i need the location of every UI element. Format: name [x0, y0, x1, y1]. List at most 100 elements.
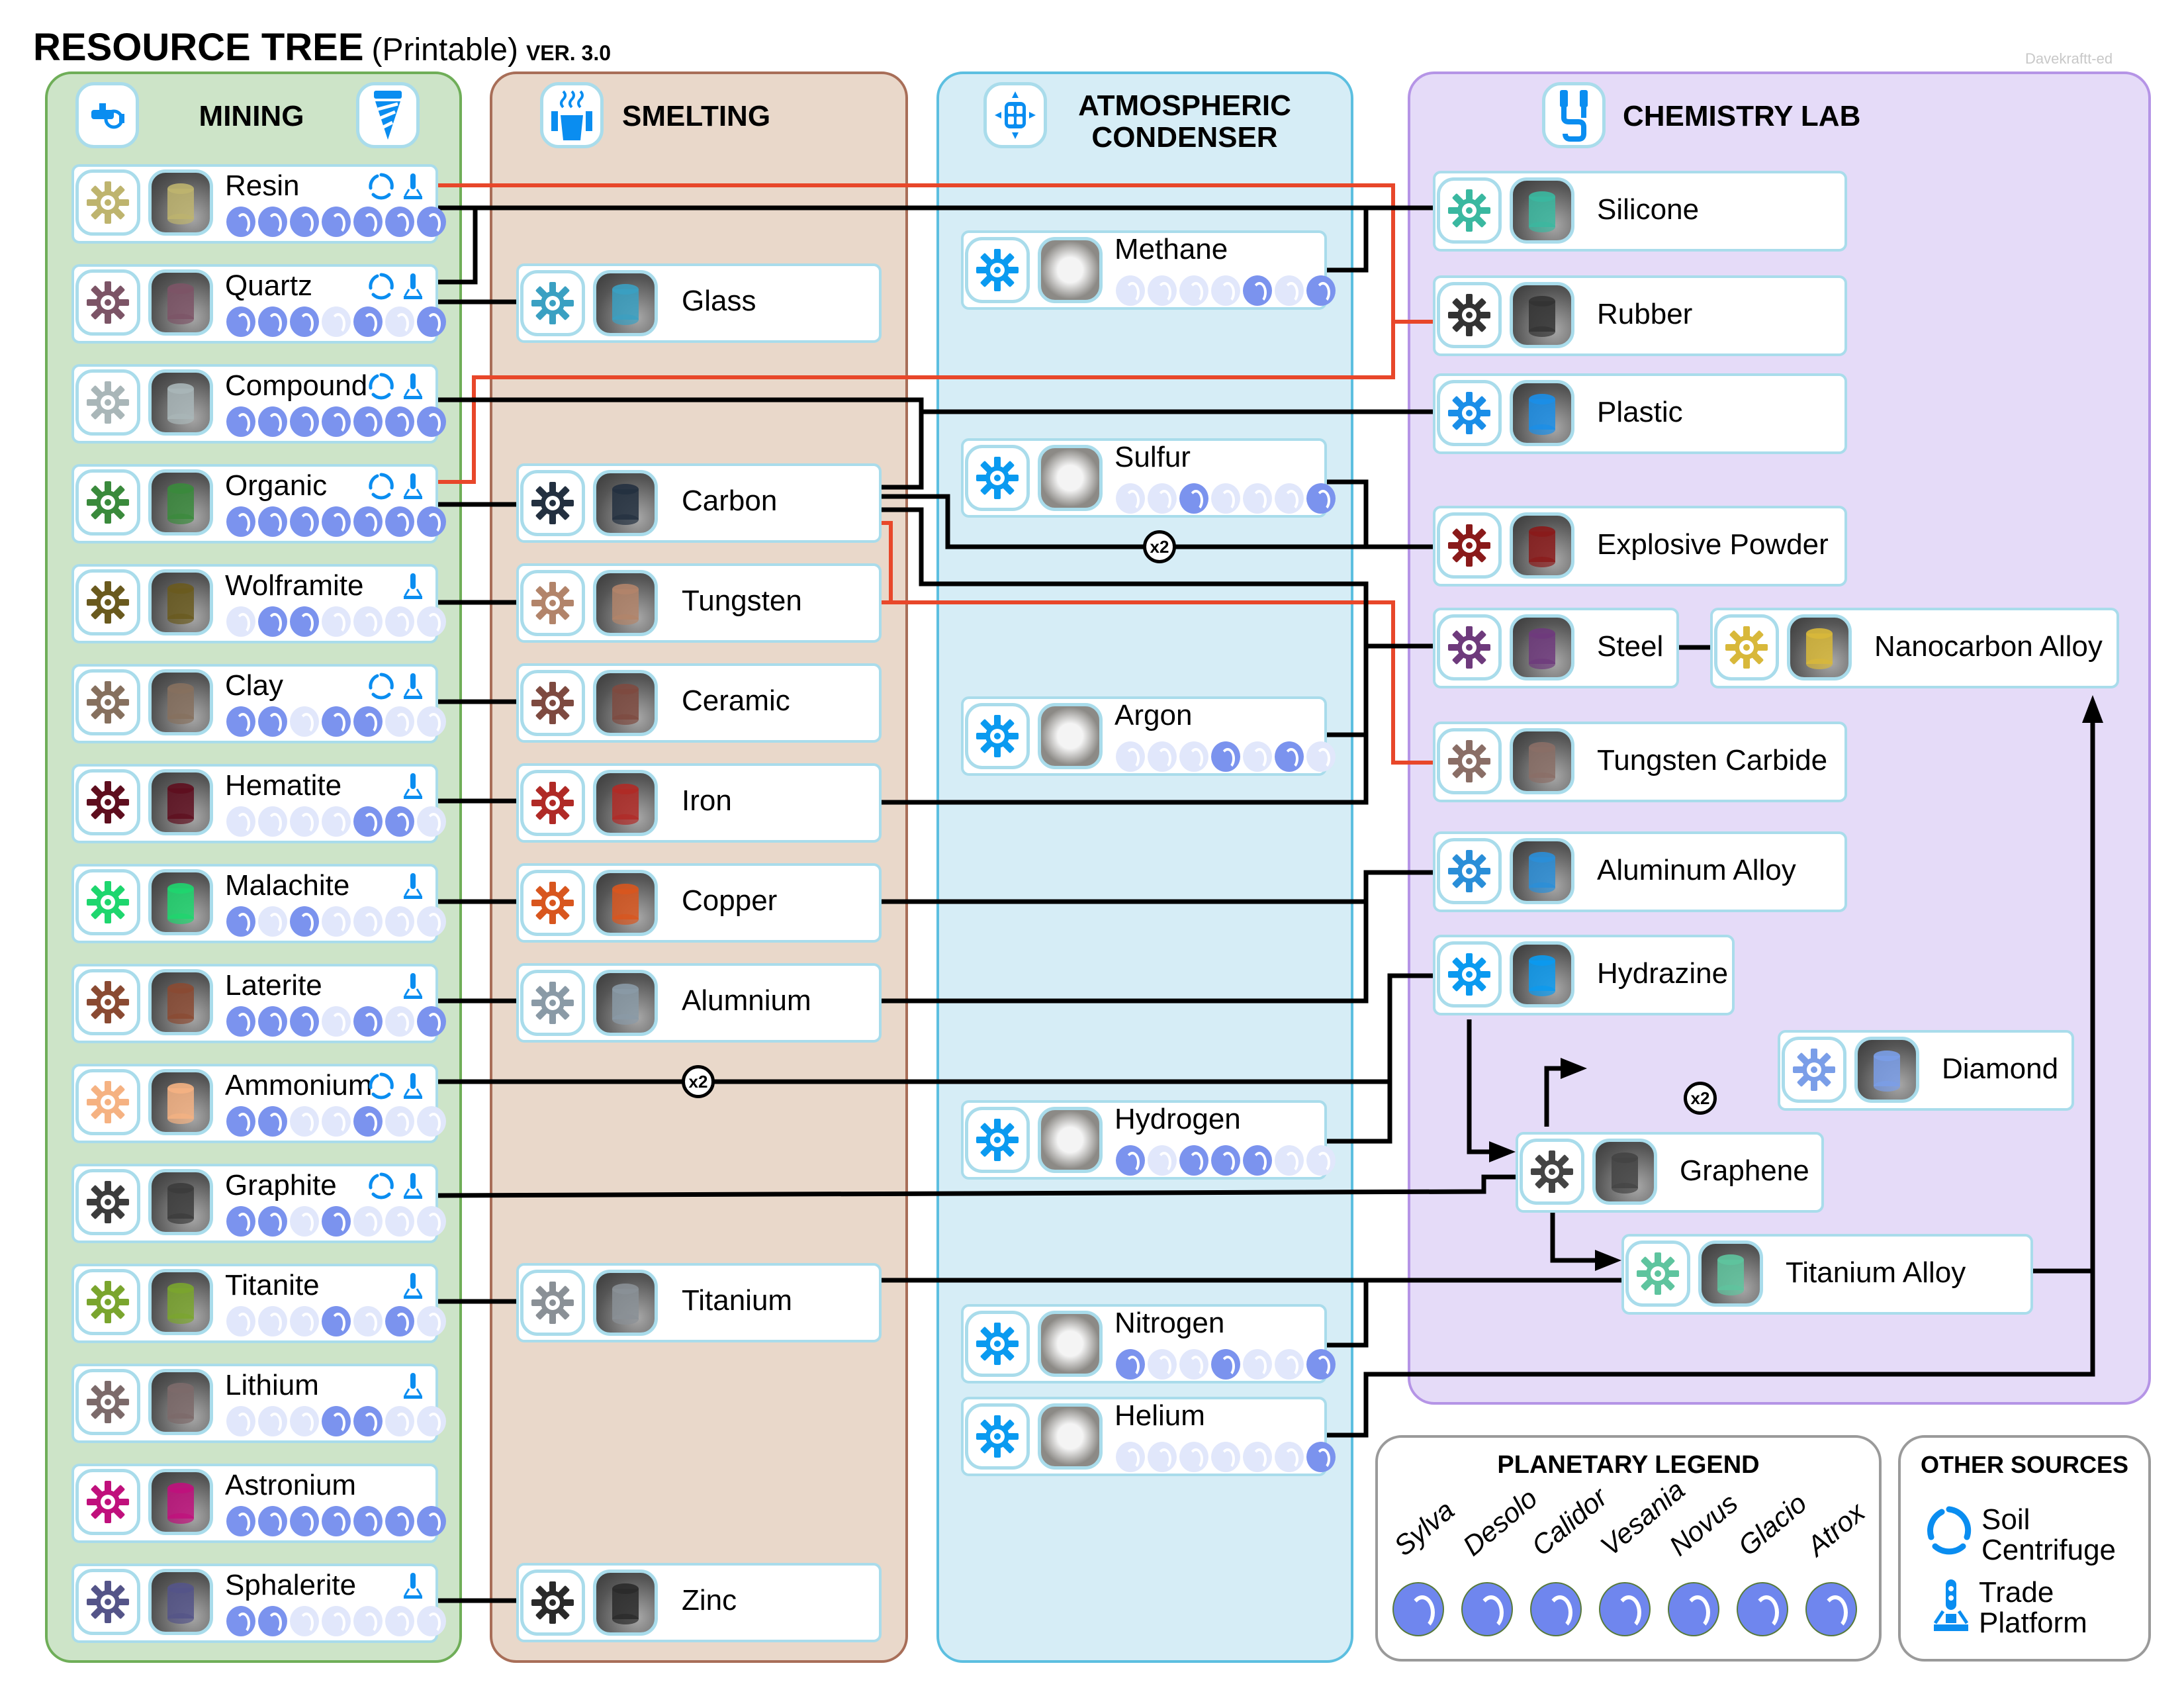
source-icons [368, 1172, 422, 1203]
planet-vesania-icon [322, 806, 351, 837]
planet-novus-icon [353, 1006, 383, 1037]
planet-glacio-icon [385, 906, 414, 937]
wolframite-item-image [148, 569, 213, 635]
chem-item-rubber[interactable] [1433, 275, 1847, 356]
planet-vesania-icon [322, 1306, 351, 1336]
soil-line1: Soil [1981, 1503, 2030, 1536]
planet-desolo-icon [258, 1006, 287, 1037]
methane-gas-icon [965, 237, 1030, 303]
planet-vesania-icon [322, 906, 351, 937]
planet-availability [1116, 1442, 1336, 1472]
hydrogen-canister-image [1038, 1107, 1103, 1173]
planet-calidor-icon [1179, 483, 1208, 514]
soil-line2: Centrifuge [1981, 1533, 2116, 1566]
titanite-resource-icon [75, 1269, 140, 1335]
chem-item-explosive-powder[interactable] [1433, 506, 1847, 586]
planet-label-sylva: Sylva [1388, 1494, 1461, 1562]
planet-atrox-icon [417, 1306, 446, 1336]
chem-item-aluminum-alloy[interactable] [1433, 831, 1847, 912]
alumnium-item-image [593, 970, 658, 1036]
planet-calidor-icon [290, 1006, 319, 1037]
planet-sylva-icon [1116, 1349, 1145, 1380]
titanium-resource-icon [520, 1270, 585, 1336]
argon-canister-image [1038, 703, 1103, 769]
resource-name: Diamond [1942, 1053, 2059, 1085]
resin-item-image [148, 169, 213, 236]
planet-desolo-icon [258, 306, 287, 337]
planet-glacio-icon [385, 1106, 414, 1137]
planet-novus-icon [1243, 275, 1272, 306]
resource-name: Organic [225, 469, 328, 502]
planet-atrox-icon [417, 606, 446, 637]
rubber-resource-icon [1437, 282, 1502, 348]
trade-platform-icon [404, 772, 422, 803]
planet-atrox-icon [1306, 1442, 1336, 1472]
planet-sylva-icon [226, 1206, 255, 1237]
planet-novus-icon [353, 1306, 383, 1336]
resource-name: Tungsten [682, 585, 802, 617]
planet-vesania-icon [322, 1106, 351, 1137]
planet-glacio-icon [1275, 1349, 1304, 1380]
planet-vesania-icon [1211, 483, 1240, 514]
hematite-item-image [148, 769, 213, 835]
graphite-item-image [148, 1169, 213, 1235]
tungsten-carbide-resource-icon [1437, 728, 1502, 794]
hydrazine-resource-icon [1437, 941, 1502, 1008]
planet-desolo-icon [258, 406, 287, 437]
tungsten-item-image [593, 570, 658, 636]
planet-desolo-icon [258, 806, 287, 837]
planet-desolo-icon [258, 1206, 287, 1237]
sphalerite-item-image [148, 1569, 213, 1635]
planet-desolo-icon [258, 706, 287, 737]
nitrogen-canister-image [1038, 1311, 1103, 1377]
chem-item-tungsten-carbide[interactable] [1433, 722, 1847, 802]
source-icons [368, 1272, 422, 1303]
planet-sylva-icon [226, 706, 255, 737]
planet-atrox-icon [417, 1006, 446, 1037]
chem-item-nanocarbon-alloy[interactable] [1710, 608, 2119, 688]
planet-sylva-icon [226, 406, 255, 437]
title-version: VER. 3.0 [525, 41, 611, 65]
planet-calidor-icon [290, 1306, 319, 1336]
planet-novus-icon [353, 1406, 383, 1436]
resource-name: Graphite [225, 1169, 337, 1201]
drill-icon [356, 82, 420, 148]
credit: Davekraftt-ed [2025, 50, 2113, 67]
copper-item-image [593, 870, 658, 936]
chem-item-plastic[interactable] [1433, 373, 1847, 454]
planet-glacio-icon [385, 706, 414, 737]
resource-name: Helium [1115, 1399, 1205, 1432]
soil-centrifuge-icon [368, 1172, 394, 1203]
planet-novus-icon [1243, 483, 1272, 514]
planet-availability [226, 1106, 446, 1137]
planet-glacio-icon [385, 1206, 414, 1237]
multiplier-badge-diamond: x2 [1684, 1082, 1717, 1115]
source-icons [368, 472, 422, 503]
atmos-title-line2: CONDENSER [1091, 121, 1278, 154]
mining-vehicle-icon [75, 82, 139, 148]
source-icons [368, 1472, 422, 1503]
compound-resource-icon [75, 369, 140, 436]
nanocarbon-alloy-resource-icon [1714, 614, 1779, 680]
planet-sylva-icon [226, 306, 255, 337]
plastic-resource-icon [1437, 380, 1502, 446]
resource-name: Alumnium [682, 984, 811, 1017]
trade-platform-icon [404, 872, 422, 903]
sulfur-gas-icon [965, 445, 1030, 511]
trade-platform-icon [1933, 1577, 1970, 1638]
planet-novus-icon [1243, 1145, 1272, 1176]
planet-availability [226, 1606, 446, 1636]
planet-atrox-icon [1306, 275, 1336, 306]
planet-calidor-icon [290, 806, 319, 837]
planet-label-calidor: Calidor [1525, 1481, 1614, 1562]
resource-name: Nanocarbon Alloy [1874, 630, 2103, 663]
resource-name: Laterite [225, 969, 322, 1002]
atmospheric-condenser-icon [983, 82, 1047, 148]
resource-name: Ammonium [225, 1069, 373, 1102]
chem-item-silicone[interactable] [1433, 171, 1847, 252]
explosive-powder-item-image [1510, 512, 1574, 579]
planet-desolo-icon [1148, 1442, 1177, 1472]
planet-atrox-icon [417, 1106, 446, 1137]
